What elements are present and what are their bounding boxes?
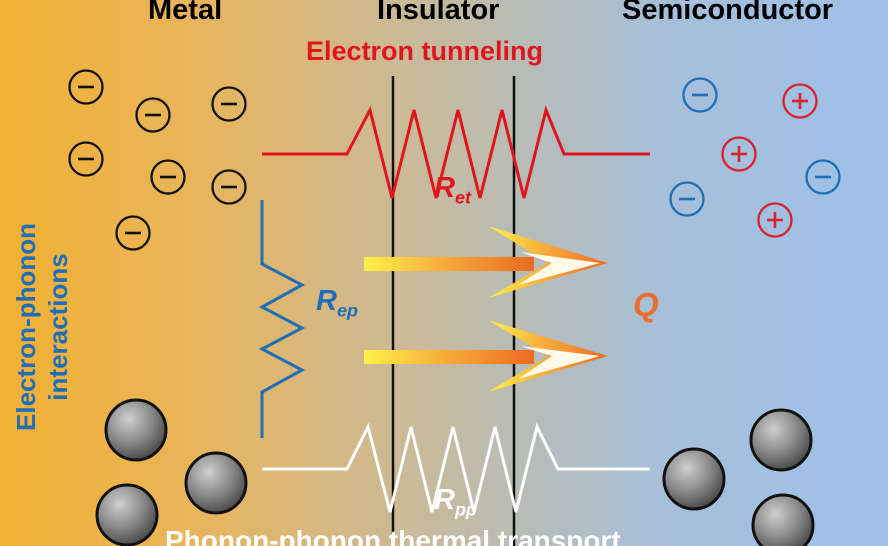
semiconductor-electron bbox=[669, 181, 705, 217]
heat-arrow-lower bbox=[364, 320, 608, 392]
r-ep-label: Rep bbox=[316, 285, 358, 321]
semiconductor-hole bbox=[757, 202, 793, 238]
side-label-line-1: Electron-phonon bbox=[11, 223, 41, 431]
metal-electron bbox=[115, 215, 151, 251]
metal-electron bbox=[68, 141, 104, 177]
electron-phonon-resistor bbox=[258, 200, 306, 438]
electron-tunneling-label: Electron tunneling bbox=[306, 36, 544, 66]
heat-arrow-upper bbox=[364, 226, 608, 298]
phonon-transport-caption: Phonon-phonon thermal transport bbox=[165, 525, 621, 546]
metal-phonon bbox=[184, 451, 248, 515]
electron-tunneling-resistor bbox=[262, 105, 650, 199]
metal-electron bbox=[211, 169, 247, 205]
r-et-label: Ret bbox=[434, 172, 471, 208]
semiconductor-hole bbox=[721, 136, 757, 172]
metal-phonon bbox=[104, 398, 168, 462]
semiconductor-electron bbox=[682, 77, 718, 113]
semiconductor-phonon bbox=[751, 493, 815, 546]
heat-flux-label: Q bbox=[633, 286, 659, 323]
semiconductor-hole bbox=[782, 83, 818, 119]
side-label-line-2: interactions bbox=[43, 253, 73, 401]
metal-electron bbox=[211, 86, 247, 122]
metal-header: Metal bbox=[148, 0, 223, 26]
r-pp-label: Rpp bbox=[434, 484, 477, 520]
phonon-phonon-resistor bbox=[262, 422, 650, 513]
semiconductor-phonon bbox=[749, 408, 813, 472]
semiconductor-phonon bbox=[662, 447, 726, 511]
metal-phonon bbox=[95, 483, 159, 546]
semiconductor-electron bbox=[805, 159, 841, 195]
metal-electron bbox=[68, 69, 104, 105]
semiconductor-header: Semiconductor bbox=[622, 0, 834, 26]
metal-electron bbox=[150, 159, 186, 195]
metal-electron bbox=[135, 97, 171, 133]
insulator-header: Insulator bbox=[377, 0, 500, 26]
